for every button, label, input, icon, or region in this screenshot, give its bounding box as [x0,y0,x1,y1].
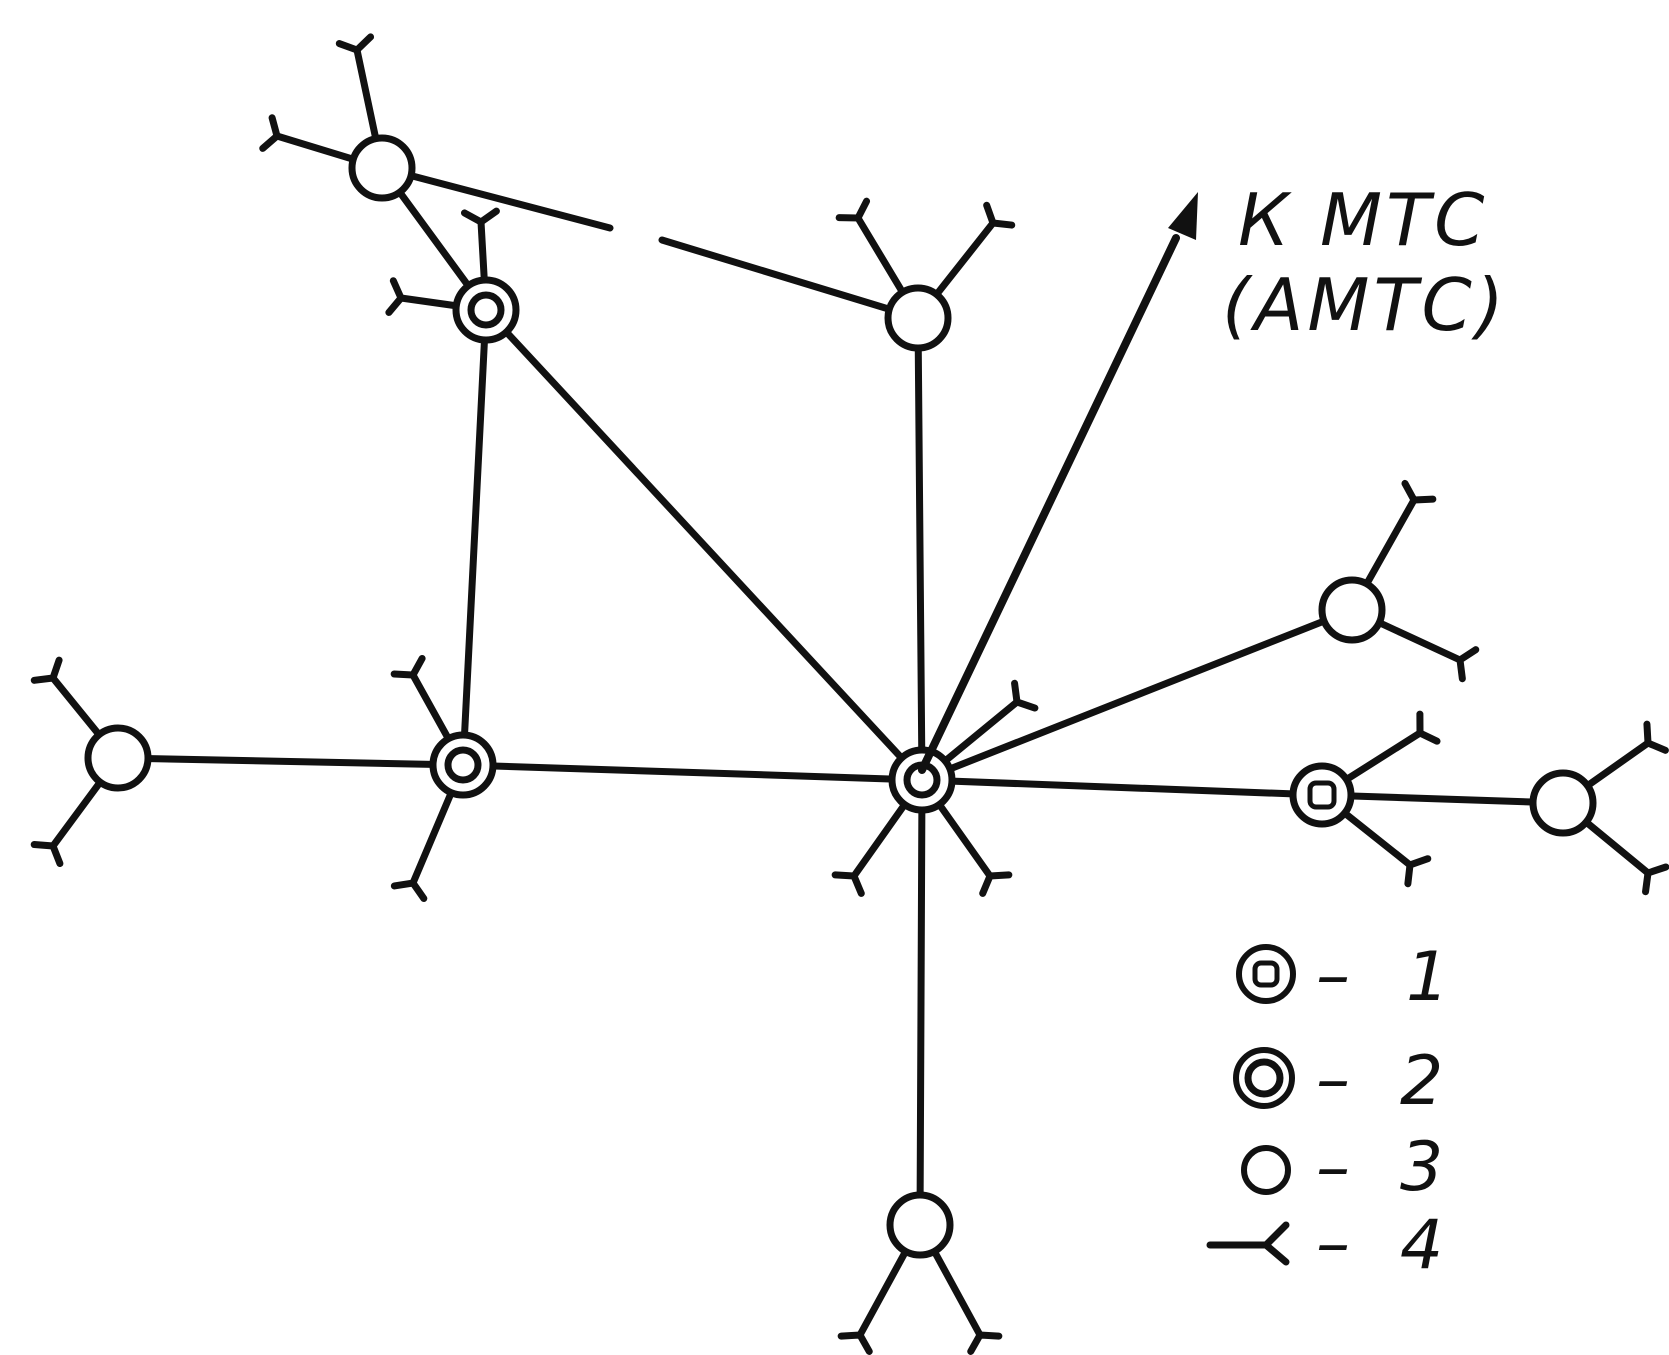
legend-number-1: 1 [1406,938,1449,1017]
node-upper-left-type-2 [452,276,520,344]
trunk-link-upper-left-left [459,306,490,769]
node-far-right-type-3 [1529,769,1597,837]
arrow-head-icon [1168,192,1198,240]
trunk-link-center-bottom [916,776,926,1229]
legend-number-2: 2 [1400,1042,1443,1121]
legend-dash-4: – [1316,1204,1350,1283]
legend: – 1 – 2 – 3 – 4 [1206,936,1449,1285]
trunk-link-center-top-middle [914,314,926,784]
subscriber-lines [30,33,1669,1355]
legend-dash-1: – [1316,936,1350,1015]
legend-number-4: 4 [1400,1206,1443,1285]
trunk-links [114,164,1567,1229]
node-right-inner-type-1 [1289,762,1355,828]
trunk-link-center-right-upper [918,606,1356,784]
legend-dash-2: – [1316,1040,1350,1119]
trunk-link-right-inner-far-right [1318,791,1567,807]
trunk-link-top-left-top-middle [378,164,614,232]
external-label-line1: К МТС [1238,178,1488,262]
trunk-link-center-right-inner [918,776,1326,799]
node-center-type-2 [888,746,956,814]
node-top-middle-type-3 [884,284,952,352]
trunk-link-center-upper-left [482,306,926,784]
legend-symbol-type-2-icon [1233,1047,1295,1109]
trunk-link-top-left-top-middle-part2 [658,236,922,322]
legend-symbol-type-1-icon [1236,944,1296,1004]
legend-number-3: 3 [1400,1128,1443,1207]
legend-dash-3: – [1316,1128,1350,1207]
external-arrow [918,192,1198,774]
legend-symbol-line-icon [1206,1221,1290,1266]
node-left-type-2 [429,731,497,799]
node-right-upper-type-3 [1318,576,1386,644]
trunk-link-left-far-left [114,754,467,769]
node-top-left-type-3 [348,134,416,202]
legend-symbol-type-3-icon [1241,1145,1291,1195]
node-far-left-type-3 [84,724,152,792]
trunk-link-center-left [459,761,926,784]
external-link [918,234,1180,774]
node-bottom-type-3 [886,1191,954,1259]
external-label-line2: (АМТС) [1222,263,1508,347]
exchange-nodes [84,134,1597,1259]
